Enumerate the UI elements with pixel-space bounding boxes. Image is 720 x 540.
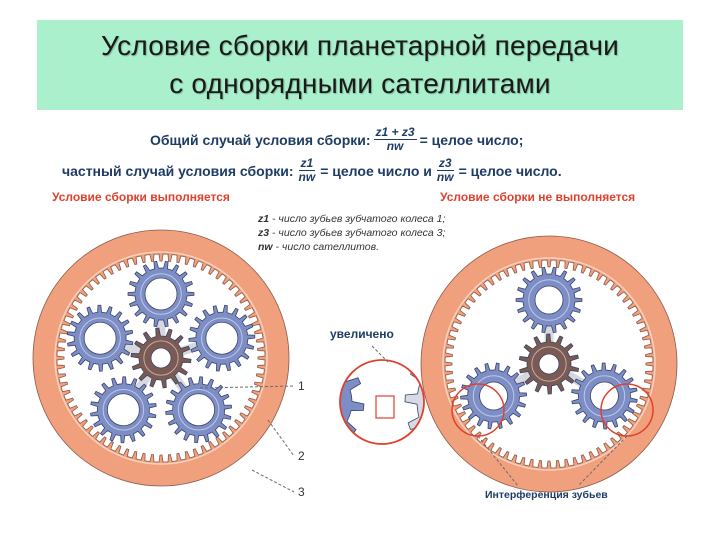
sun-gear-right — [518, 333, 580, 395]
general-case-result: = целое число; — [419, 131, 524, 148]
legend-item-z3: z3 - число зубьев зубчатого колеса 3; — [258, 227, 446, 239]
callout-number-3: 3 — [298, 485, 305, 499]
particular-case-result-2: = целое число. — [458, 162, 562, 179]
planet-gear-left-2 — [188, 304, 256, 372]
general-case-denominator: nw — [386, 139, 404, 153]
legend-item-nw: nw - число сателлитов. — [258, 241, 380, 253]
planet-gear-left-4 — [90, 376, 157, 444]
legend: z1 - число зубьев зубчатого колеса 1; z3… — [258, 212, 445, 254]
general-case-fraction: z1 + z3 nw — [373, 125, 417, 153]
callout-number-1: 1 — [298, 379, 305, 393]
fraction-1-numerator: z1 — [298, 156, 316, 171]
general-case-formula: Общий случай условия сборки: z1 + z3 nw … — [150, 126, 523, 153]
callout-number-2: 2 — [298, 449, 305, 463]
zoom-detail — [339, 359, 425, 445]
left-gearset-satisfied — [32, 229, 290, 487]
callout-leaders — [199, 345, 628, 493]
fraction-2-numerator: z3 — [436, 156, 454, 171]
fraction-2-denominator: nw — [436, 170, 454, 184]
particular-case-result-1: = целое число и — [320, 162, 432, 179]
planet-gear-right-1 — [515, 266, 583, 334]
ring-gear-right — [420, 235, 678, 493]
status-satisfied: Условие сборки выполняется — [52, 190, 230, 204]
particular-case-fraction-1: z1 nw — [297, 157, 318, 184]
callout-enlarged: увеличено — [330, 327, 394, 341]
planet-gear-left-3 — [165, 376, 233, 444]
title-banner: Условие сборки планетарной передачи с од… — [37, 20, 683, 110]
sun-gear-left — [130, 327, 192, 389]
callout-interference: Интерференция зубьев — [485, 489, 608, 501]
planet-gear-left-1 — [127, 260, 195, 328]
legend-item-z1: z1 - число зубьев зубчатого колеса 1; — [258, 213, 446, 225]
title-line-1: Условие сборки планетарной передачи — [101, 30, 619, 61]
planet-gear-right-3 — [460, 362, 527, 430]
right-gearset-not-satisfied — [420, 235, 678, 493]
title-line-2: с однорядными сателлитами — [169, 68, 551, 99]
ring-gear-left — [32, 229, 290, 487]
particular-case-formula: частный случай условия сборки: z1 nw = ц… — [62, 157, 562, 184]
status-not-satisfied: Условие сборки не выполняется — [440, 190, 636, 204]
fraction-1-denominator: nw — [298, 170, 316, 184]
general-case-numerator: z1 + z3 — [373, 125, 417, 140]
general-case-label: Общий случай условия сборки: — [150, 131, 371, 148]
particular-case-fraction-2: z3 nw — [435, 157, 456, 184]
particular-case-label: частный случай условия сборки: — [62, 162, 294, 179]
planet-gear-left-5 — [66, 304, 134, 372]
